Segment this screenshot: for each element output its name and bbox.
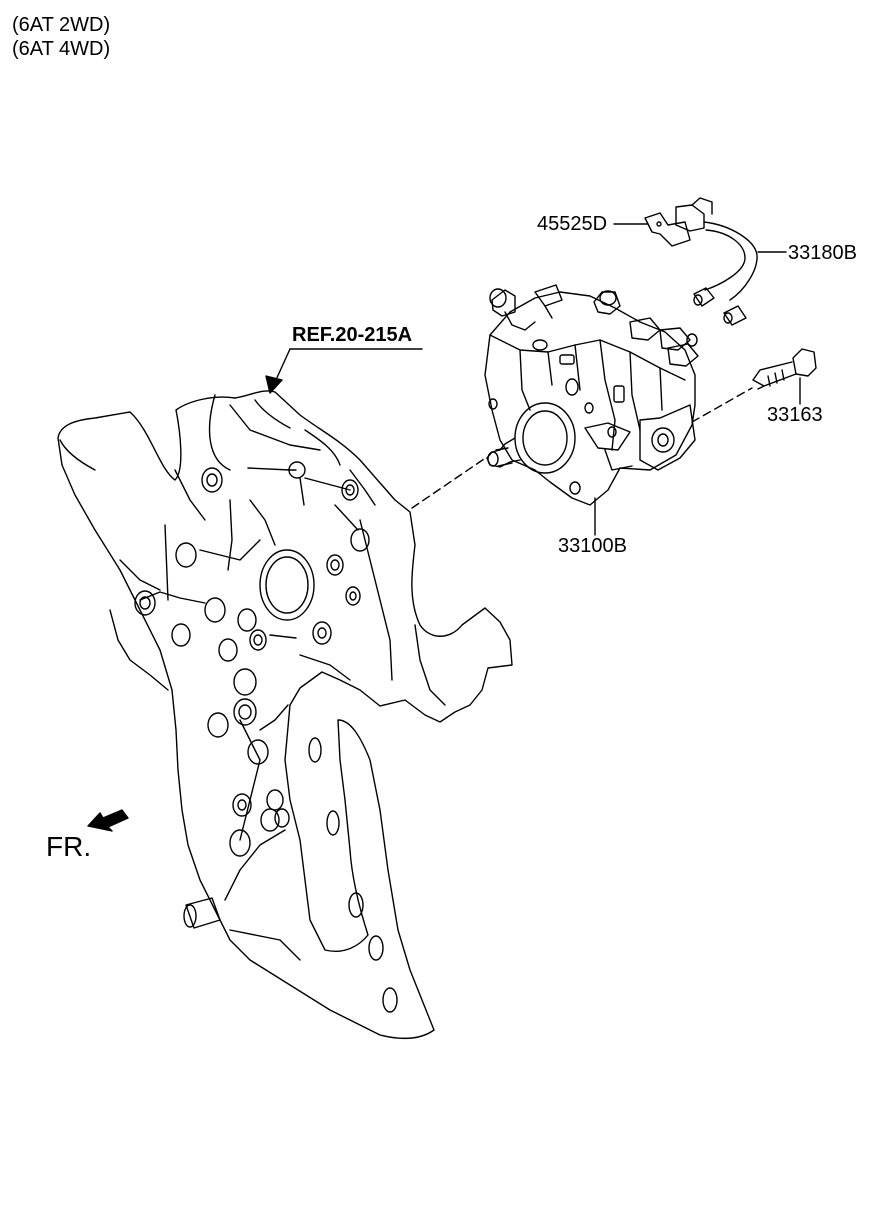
bolt-33163 <box>752 348 817 390</box>
callout-33100b: 33100B <box>558 535 627 557</box>
reference-label: REF.20-215A <box>292 324 413 346</box>
front-direction-arrow <box>87 809 129 832</box>
callout-33180b: 33180B <box>788 242 857 264</box>
reference-leader <box>265 348 423 394</box>
callout-33163: 33163 <box>767 404 823 426</box>
header-line-2wd: (6AT 2WD) <box>12 14 111 36</box>
assembly-centerline <box>411 456 488 509</box>
front-direction-label: FR. <box>46 831 92 862</box>
timing-case-cover <box>57 390 513 1039</box>
fuel-pump-assembly <box>484 284 699 506</box>
bolt-centerline <box>691 387 753 423</box>
callout-45525d: 45525D <box>537 213 608 235</box>
bracket-45525d <box>644 212 691 247</box>
wiring-harness-33180b <box>675 197 758 326</box>
header-line-4wd: (6AT 4WD) <box>12 38 111 60</box>
